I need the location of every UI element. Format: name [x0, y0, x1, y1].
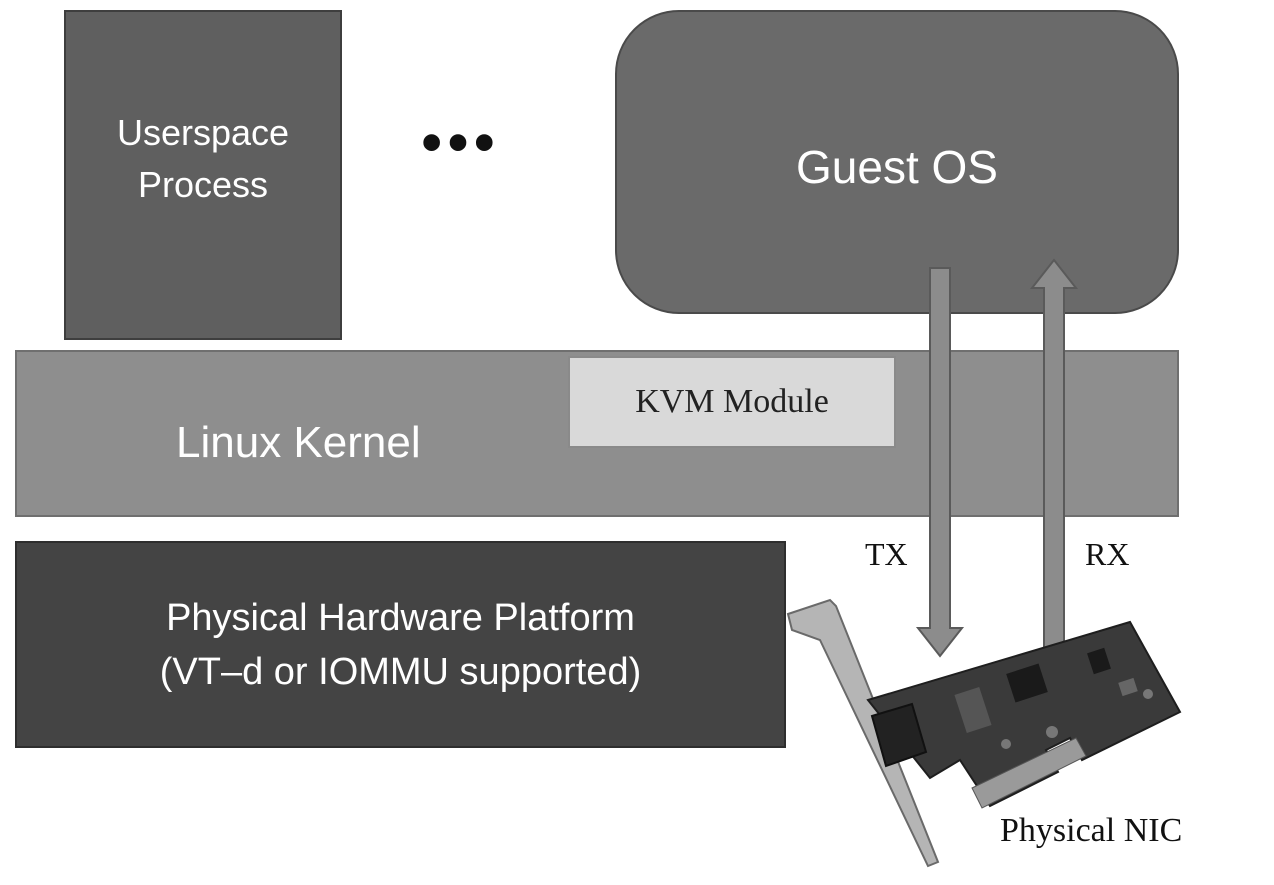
kvm-module-box: KVM Module	[568, 356, 896, 448]
tx-label: TX	[865, 536, 908, 572]
ellipsis: •••	[421, 110, 501, 175]
physical-nic-icon	[786, 598, 1182, 868]
tx-arrow	[915, 267, 965, 658]
userspace-process-label-line1: Userspace	[116, 112, 290, 153]
userspace-process-box: Userspace Process	[64, 10, 342, 340]
rx-arrow	[1029, 258, 1079, 701]
kvm-module-label: KVM Module	[635, 383, 829, 420]
physical-nic-label: Physical NIC	[1000, 812, 1183, 849]
linux-kernel-label: Linux Kernel	[176, 418, 421, 467]
guest-os-label: Guest OS	[796, 141, 998, 193]
userspace-process-label-line2: Process	[137, 164, 269, 205]
hardware-label-line2: (VT–d or IOMMU supported)	[159, 650, 642, 693]
physical-hardware-platform-box: Physical Hardware Platform (VT–d or IOMM…	[15, 541, 786, 748]
guest-os-box: Guest OS	[615, 10, 1179, 314]
hardware-label-line1: Physical Hardware Platform	[166, 596, 635, 639]
rx-label: RX	[1085, 536, 1130, 572]
